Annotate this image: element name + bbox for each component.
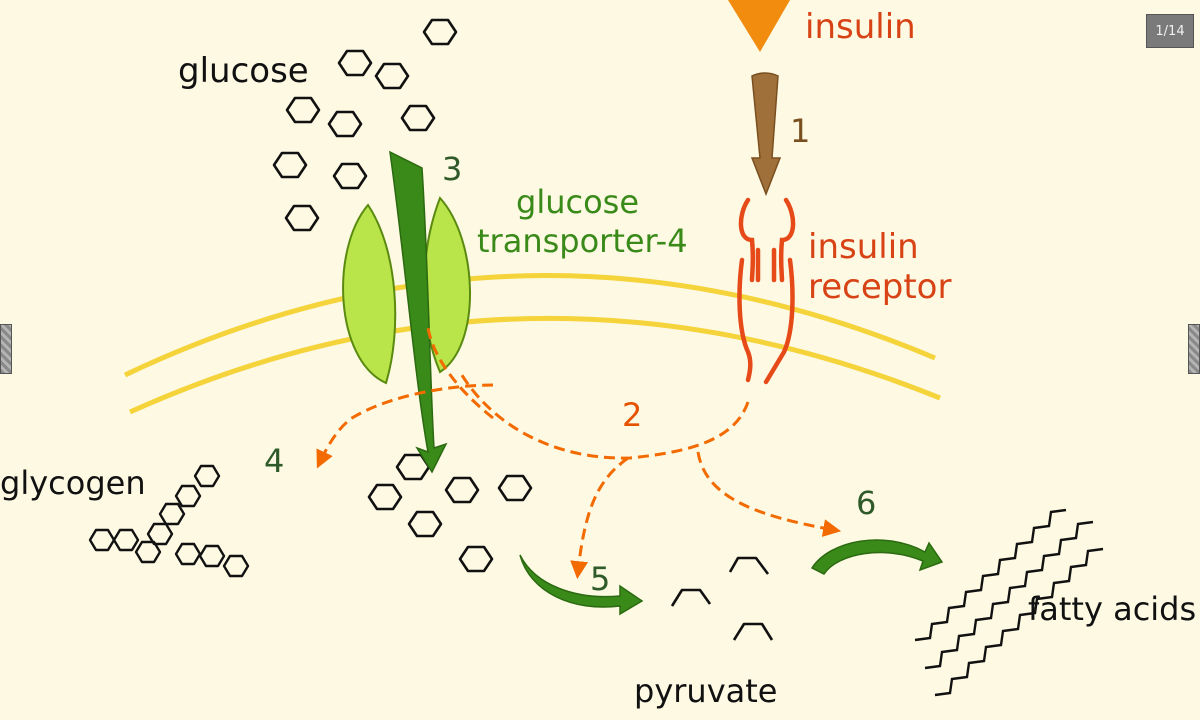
previous-page-handle[interactable] xyxy=(0,324,12,374)
cell-membrane xyxy=(123,273,941,415)
next-page-handle[interactable] xyxy=(1188,324,1200,374)
glucose-molecules-inside xyxy=(367,453,533,573)
glut4-label-line2: transporter-4 xyxy=(477,222,688,260)
pyruvate-label: pyruvate xyxy=(634,672,777,710)
pyruvate-molecules xyxy=(670,556,774,641)
glycolysis-arrow xyxy=(519,554,644,616)
step-2-label: 2 xyxy=(622,396,642,434)
fatty-acid-chains xyxy=(914,508,1104,697)
insulin-receptor xyxy=(737,197,796,385)
step-4-label: 4 xyxy=(264,442,284,480)
step-5-label: 5 xyxy=(590,560,610,598)
insulin-receptor-label-line2: receptor xyxy=(808,267,951,307)
step-6-label: 6 xyxy=(856,484,876,522)
page-counter: 1/14 xyxy=(1146,14,1194,48)
step-1-label: 1 xyxy=(790,112,810,150)
glut4-label-line1: glucose xyxy=(516,183,639,221)
insulin-molecule xyxy=(728,0,790,52)
lipogenesis-arrow xyxy=(810,539,944,575)
glycogen-label: glycogen xyxy=(0,464,146,502)
step-3-label: 3 xyxy=(442,150,462,188)
signaling-pathway-arrows xyxy=(316,327,842,580)
insulin-receptor-label-line1: insulin xyxy=(808,227,919,267)
glucose-label: glucose xyxy=(178,51,309,91)
insulin-label: insulin xyxy=(805,7,916,47)
fatty-acids-label: fatty acids xyxy=(1028,590,1196,628)
insulin-binding-arrow xyxy=(750,72,782,197)
glucose-uptake-arrow xyxy=(389,150,448,474)
